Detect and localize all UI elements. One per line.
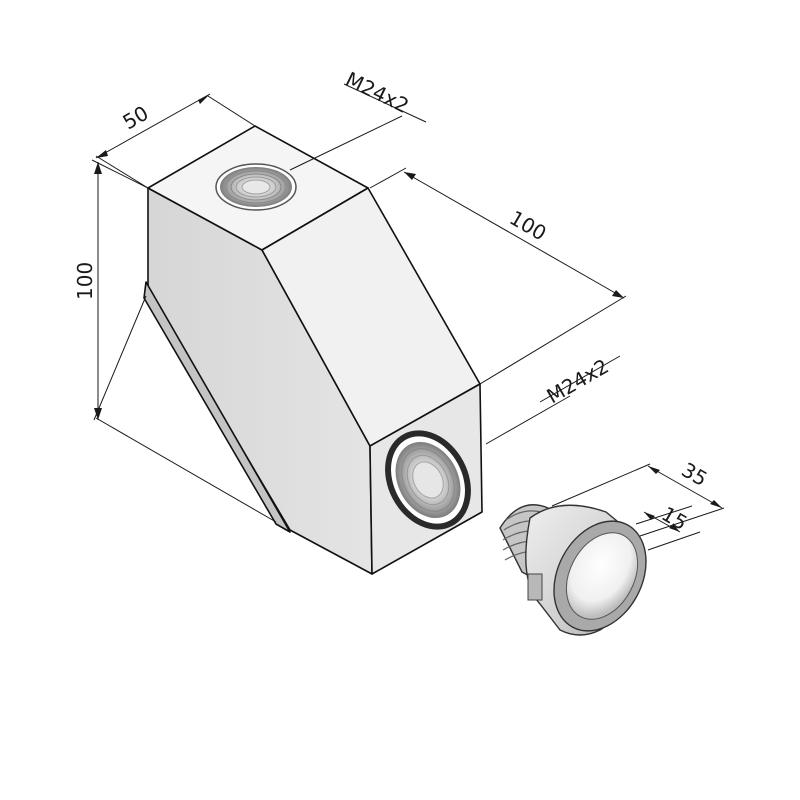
- plug-bore-inner: [565, 532, 639, 620]
- front-thread-label: M24x2: [543, 354, 613, 408]
- block-bottom-chamfer: [143, 281, 291, 533]
- plug-flange-label: 15: [658, 502, 692, 536]
- plug-hex-flat: [527, 573, 543, 601]
- callout-top-thread: M24x2: [289, 67, 427, 171]
- length-label: 100: [506, 206, 551, 246]
- front-threaded-port: [385, 430, 471, 530]
- height-label: 100: [73, 262, 97, 300]
- angle-block: [143, 125, 483, 575]
- callout-front-thread: M24x2: [485, 354, 621, 445]
- top-thread-label: M24x2: [342, 67, 413, 118]
- dimension-plug-flange: 15: [635, 502, 701, 551]
- dimension-height: 100: [73, 159, 149, 421]
- top-threaded-hole: [215, 163, 297, 211]
- height-reference-line: [95, 417, 277, 523]
- plug-fitting: [499, 504, 647, 636]
